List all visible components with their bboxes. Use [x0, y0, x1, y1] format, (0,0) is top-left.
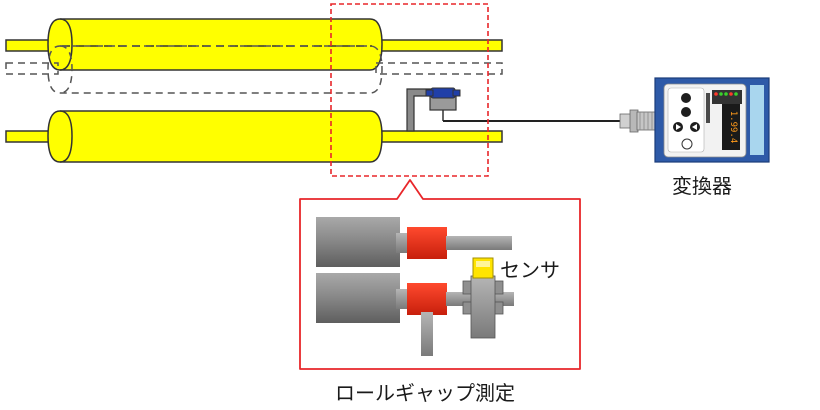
sensor-small-mount — [430, 87, 456, 99]
top-roll-body — [47, 18, 383, 71]
bottom-roll-body — [47, 110, 383, 163]
top-roll — [5, 18, 503, 71]
sensor-label: センサ — [500, 258, 560, 282]
cable-connector-icon — [619, 109, 656, 133]
converter-display — [722, 104, 740, 150]
converter-button-top — [681, 93, 691, 103]
converter-label: 変換器 — [672, 174, 732, 198]
zoom-upper-roll — [316, 217, 512, 267]
sensor-bracket-small — [406, 87, 461, 132]
bottom-roll — [5, 110, 503, 163]
zoom-lower-roll — [316, 273, 514, 356]
top-roll-shaft-right — [375, 39, 503, 52]
roll-gap-caption: ロールギャップ測定 — [335, 381, 515, 405]
converter-button-mid — [681, 107, 691, 117]
converter-display-value: 1.99.4 — [728, 111, 738, 144]
focus-box — [330, 3, 489, 177]
bottom-roll-end-cap — [59, 110, 73, 163]
zoom-lower-bearing — [407, 283, 447, 315]
dashed-roll-outline — [5, 45, 503, 94]
zoom-sensor — [462, 257, 504, 339]
bottom-roll-shaft-right — [375, 130, 503, 143]
converter-device-icon: 1.99.4 — [654, 77, 770, 163]
zoom-upper-bearing — [407, 227, 447, 259]
zoom-bracket — [421, 312, 433, 356]
converter-button-bottom — [681, 138, 693, 150]
top-roll-end-cap — [59, 18, 73, 71]
